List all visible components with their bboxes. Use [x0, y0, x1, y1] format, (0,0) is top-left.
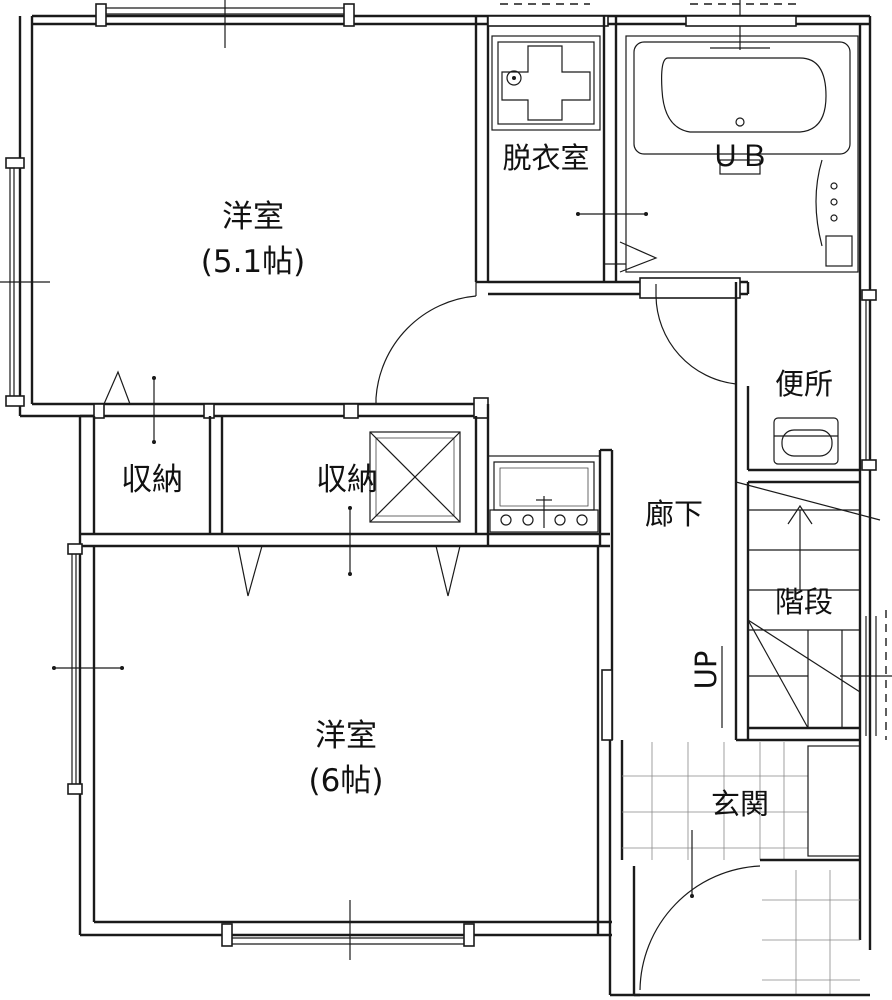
storage-left-label: 収納 [121, 462, 183, 498]
outer-walls [18, 14, 872, 997]
stairs: 階段 [735, 481, 892, 742]
unit-bath-label: ＵＢ [711, 139, 769, 173]
storage-mid-label: 収納 [316, 462, 378, 498]
wash-basin [487, 448, 614, 546]
dressing-room: 脱衣室 [487, 3, 748, 299]
entrance-label: 玄関 [711, 787, 769, 821]
unit-bath: ＵＢ [604, 0, 859, 273]
toilet-label: 便所 [775, 367, 833, 401]
stairs-label: 階段 [775, 585, 833, 619]
western-room-2-size: (6帖) [309, 763, 384, 799]
stairs-up-label: UP [689, 651, 723, 690]
western-room-1-name: 洋室 [222, 199, 284, 235]
entrance: 玄関 [622, 742, 870, 997]
hallway-label: 廊下 [645, 497, 703, 531]
hallway: 廊下 UP [645, 497, 723, 728]
toilet: 便所 [655, 282, 877, 740]
western-room-1: 洋室 (5.1帖) [0, 0, 490, 407]
storage-row: 収納 収納 [78, 370, 610, 597]
western-room-2: 洋室 (6帖) [52, 543, 614, 960]
western-room-1-size: (5.1帖) [201, 244, 306, 280]
dressing-room-label: 脱衣室 [502, 141, 589, 175]
western-room-2-name: 洋室 [315, 718, 377, 754]
